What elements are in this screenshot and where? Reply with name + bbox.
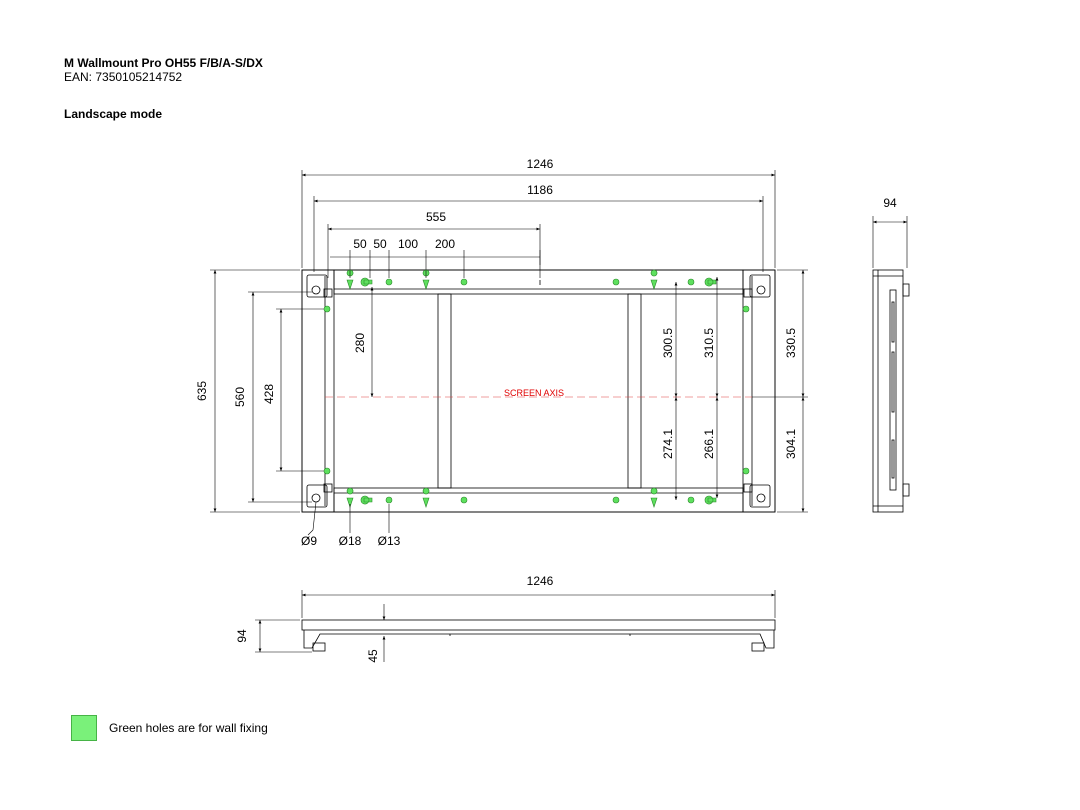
dim-280: 280 — [353, 333, 367, 353]
orientation-label: Landscape mode — [64, 107, 163, 121]
dim-266-1: 266.1 — [702, 429, 716, 459]
right-end-column — [742, 269, 776, 513]
keyhole-slot — [422, 487, 430, 508]
dim-50-second: 50 — [373, 237, 387, 251]
keyhole-slot — [650, 487, 658, 508]
dim-560: 560 — [233, 387, 247, 407]
dim-310-5: 310.5 — [702, 328, 716, 358]
bottom-view — [255, 590, 776, 662]
hole-d13-label: Ø13 — [378, 534, 401, 548]
dim-bottom-94: 94 — [235, 629, 249, 643]
keyhole-slot — [346, 269, 354, 290]
side-view — [872, 216, 910, 513]
bottom-rail — [333, 487, 744, 513]
dim-274-1: 274.1 — [661, 429, 675, 459]
dim-side-94: 94 — [883, 196, 897, 210]
dim-635: 635 — [195, 381, 209, 401]
keyhole-slot — [650, 269, 658, 290]
product-title: M Wallmount Pro OH55 F/B/A-S/DX — [64, 56, 263, 70]
hole-d9-label: Ø9 — [301, 534, 317, 548]
dim-1186: 1186 — [527, 183, 553, 197]
keyhole-slot — [346, 487, 354, 508]
dim-555: 555 — [426, 210, 446, 224]
dim-330-5: 330.5 — [784, 328, 798, 358]
dim-300-5: 300.5 — [661, 328, 675, 358]
keyhole-slot — [422, 269, 430, 290]
top-rail — [333, 269, 744, 295]
legend-swatch — [71, 715, 97, 741]
hole-d18-label: Ø18 — [339, 534, 362, 548]
dim-bottom-45: 45 — [366, 649, 380, 663]
dim-200: 200 — [435, 237, 455, 251]
dim-1246: 1246 — [527, 157, 554, 171]
bottom-profile — [301, 619, 776, 631]
left-end-column — [301, 269, 335, 513]
right-strut — [627, 293, 642, 489]
screen-axis-label: SCREEN AXIS — [504, 388, 564, 398]
left-strut — [437, 293, 452, 489]
wall-fixing-holes — [323, 269, 750, 508]
ean-code: EAN: 7350105214752 — [64, 70, 183, 84]
dim-428: 428 — [262, 384, 276, 404]
dim-50-first: 50 — [353, 237, 367, 251]
legend-label: Green holes are for wall fixing — [109, 721, 268, 735]
dim-bottom-1246: 1246 — [527, 574, 554, 588]
side-profile — [872, 269, 904, 513]
dim-304-1: 304.1 — [784, 429, 798, 459]
dim-100: 100 — [398, 237, 418, 251]
